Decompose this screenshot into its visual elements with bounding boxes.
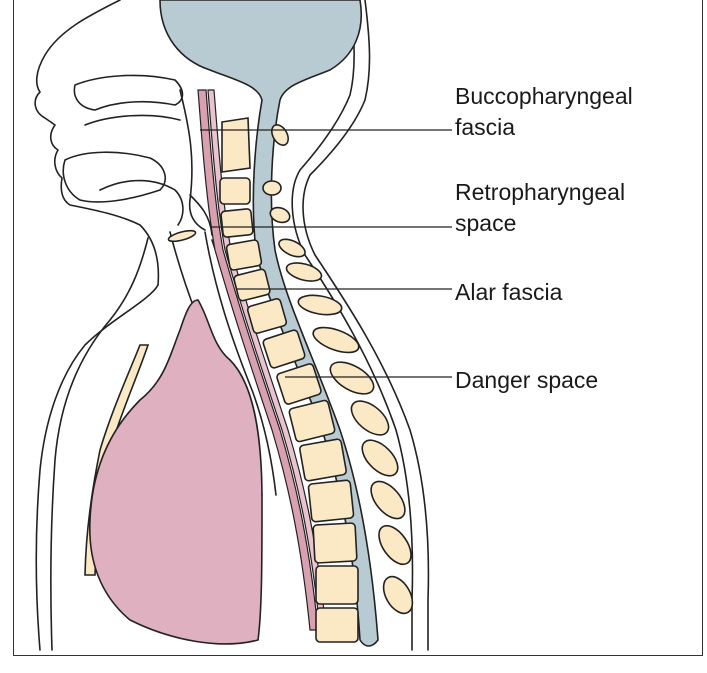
label-buccopharyngeal-line1: Buccopharyngeal bbox=[455, 82, 633, 111]
spinous-process-4 bbox=[276, 236, 307, 261]
spinous-process-2 bbox=[263, 181, 281, 195]
label-danger-space: Danger space bbox=[455, 366, 598, 395]
spinous-process-5 bbox=[285, 260, 324, 285]
vertebra-t5 bbox=[308, 480, 354, 522]
vertebra-c4 bbox=[221, 209, 254, 238]
spinous-process-10 bbox=[356, 434, 404, 482]
lung bbox=[90, 300, 262, 644]
vertebra-c6 bbox=[233, 269, 270, 302]
spinous-process-9 bbox=[345, 395, 394, 442]
label-retropharyngeal-line2: space bbox=[455, 209, 516, 238]
label-retropharyngeal-line1: Retropharyngeal bbox=[455, 178, 625, 207]
hyoid-bone bbox=[167, 229, 196, 244]
vertebra-t8 bbox=[316, 608, 358, 642]
spinous-process-6 bbox=[297, 292, 343, 317]
oral-cavity bbox=[63, 152, 165, 202]
vertebra-c5 bbox=[226, 239, 262, 270]
palate bbox=[85, 115, 180, 125]
tongue-line bbox=[100, 181, 183, 225]
vertebra-t7 bbox=[316, 566, 358, 604]
spinous-process-11 bbox=[365, 475, 412, 524]
vertebra-t6 bbox=[313, 523, 357, 563]
vertebra-c3 bbox=[220, 178, 250, 204]
label-buccopharyngeal-line2: fascia bbox=[455, 113, 515, 142]
vertebra-t4 bbox=[299, 439, 347, 482]
spinous-process-8 bbox=[325, 356, 379, 401]
spinous-process-7 bbox=[310, 322, 362, 357]
vertebra-c2 bbox=[222, 118, 250, 172]
label-alar-fascia: Alar fascia bbox=[455, 278, 562, 307]
nasal-cavity bbox=[74, 75, 182, 110]
